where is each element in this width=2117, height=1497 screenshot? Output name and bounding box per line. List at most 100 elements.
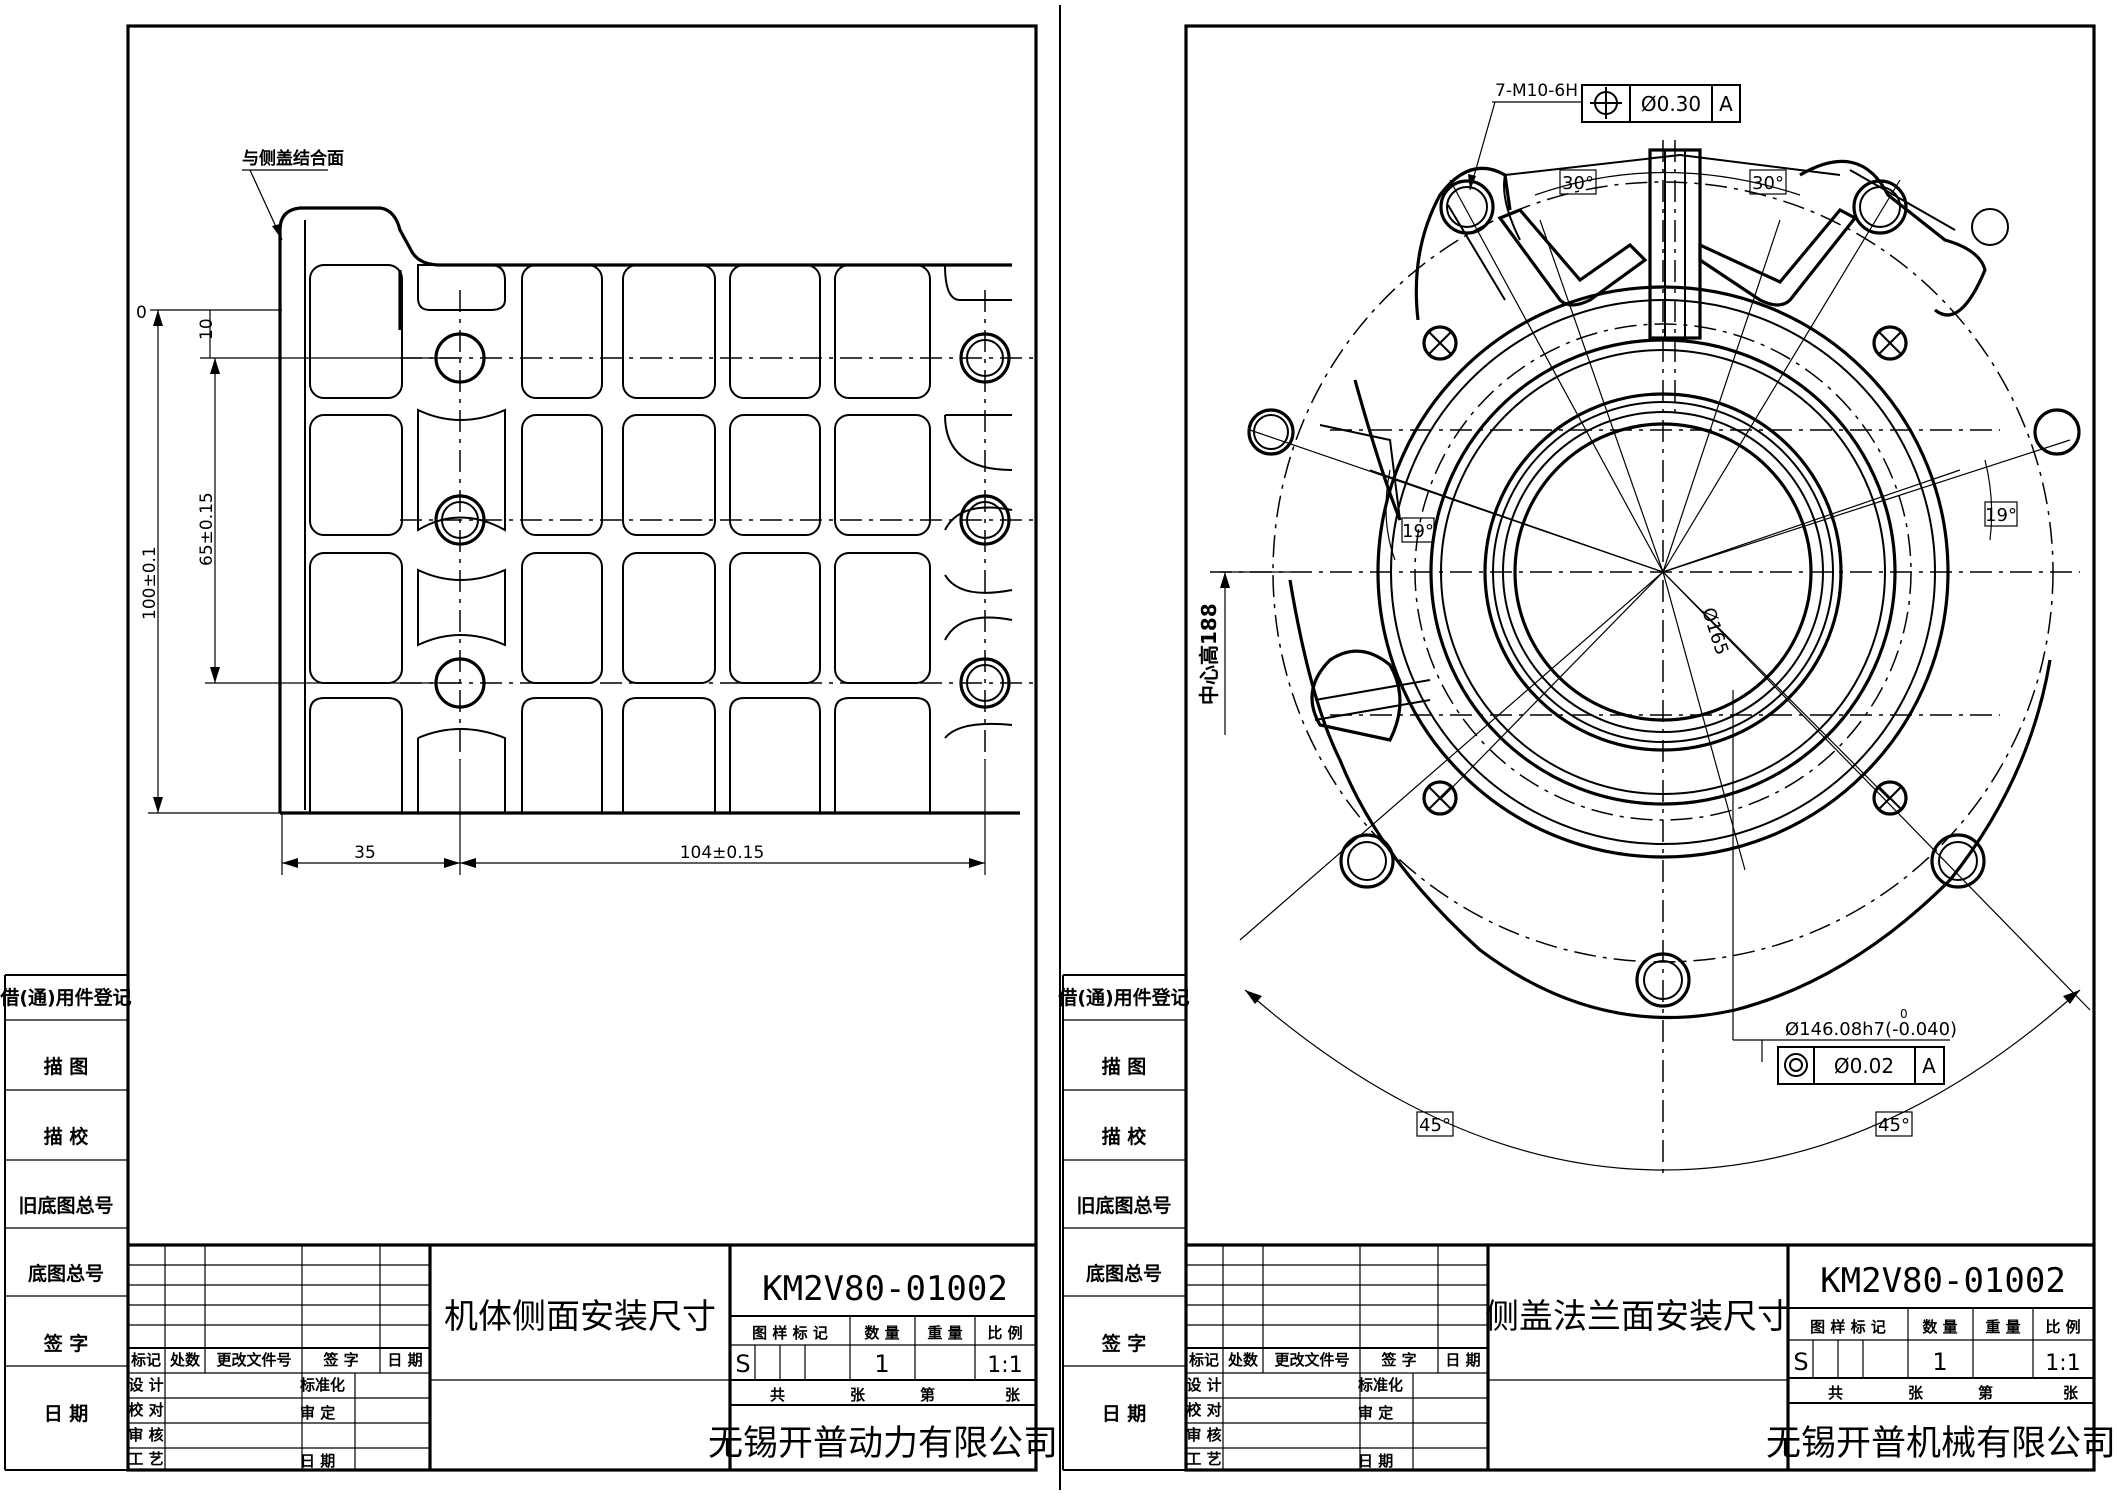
dim-146: Ø146.08h7(-0.040) [1785, 1019, 1957, 1040]
angle-45-left: 45° [1419, 1115, 1451, 1136]
right-frame [1184, 24, 2096, 1472]
side-label-2: 描 校 [44, 1125, 90, 1148]
left-side-table: 借(通)用件登记 描 图 描 校 旧底图总号 底图总号 签 字 日 期 [0, 974, 132, 1471]
sign-1: 校 对 [128, 1401, 163, 1419]
angle-30-right: 30° [1752, 173, 1784, 194]
r-quantity: 1 [1932, 1348, 1947, 1376]
side-label-5: 签 字 [43, 1332, 89, 1355]
attr-h0: 图 样 标 记 [752, 1324, 828, 1342]
side-label-0: 借(通)用件登记 [0, 986, 132, 1009]
sheet-l3: 张 [1005, 1386, 1021, 1404]
r-sign-3: 工 艺 [1186, 1450, 1221, 1468]
sheet-l1: 张 [850, 1386, 866, 1404]
r-side-label-4: 底图总号 [1086, 1262, 1162, 1285]
angle-30-left: 30° [1562, 173, 1594, 194]
flange-view: 7-M10-6H Ø0.30 A 30° 30° 19° [1197, 81, 2091, 1180]
left-frame [126, 24, 1038, 1472]
r-rev-h3: 签 字 [1380, 1351, 1416, 1369]
block-side-view: 与侧盖结合面 0 10 65±0.15 [136, 148, 1040, 875]
r-side-label-3: 旧底图总号 [1076, 1194, 1171, 1217]
r-side-label-5: 签 字 [1101, 1332, 1147, 1355]
sheet-l0: 共 [770, 1386, 785, 1404]
quantity: 1 [874, 1350, 889, 1378]
r-sheet-l2: 第 [1978, 1384, 1993, 1402]
r-side-label-2: 描 校 [1102, 1125, 1148, 1148]
r-std-label: 标准化 [1357, 1376, 1403, 1394]
r-side-label-6: 日 期 [1102, 1403, 1147, 1425]
dim-165: Ø165 [1697, 605, 1732, 658]
attr-h3: 比 例 [987, 1324, 1022, 1342]
r-side-label-0: 借(通)用件登记 [1057, 986, 1189, 1009]
angle-19-left: 19° [1402, 521, 1434, 542]
r-sheet-l0: 共 [1828, 1384, 1843, 1402]
side-label-6: 日 期 [44, 1403, 89, 1425]
side-label-3: 旧底图总号 [18, 1194, 113, 1217]
r-sign-2: 审 核 [1186, 1426, 1221, 1444]
dim-10: 10 [197, 318, 217, 340]
right-title: 侧盖法兰面安装尺寸 [1485, 1297, 1791, 1337]
attr-h1: 数 量 [864, 1324, 899, 1342]
r-date-label: 日 期 [1358, 1452, 1393, 1470]
dim-65: 65±0.15 [197, 492, 217, 566]
right-side-table: 借(通)用件登记 描 图 描 校 旧底图总号 底图总号 签 字 日 期 [1057, 974, 1190, 1471]
r-sheet-l1: 张 [1908, 1384, 1924, 1402]
pocket-grid [309, 264, 1013, 813]
concentricity-frame: Ø146.08h7(-0.040) 0 Ø0.02 A [1732, 690, 1957, 1085]
rev-h4: 日 期 [387, 1351, 422, 1369]
right-company: 无锡开普机械有限公司 [1766, 1424, 2116, 1464]
right-drawing-number: KM2V80-01002 [1820, 1261, 2066, 1301]
side-label-1: 描 图 [44, 1055, 89, 1078]
r-sign-0: 设 计 [1186, 1376, 1221, 1394]
approve-label: 审 定 [300, 1404, 335, 1422]
r-stage-mark: S [1793, 1348, 1808, 1376]
stage-mark: S [735, 1350, 750, 1378]
r-rev-h4: 日 期 [1445, 1351, 1480, 1369]
sign-2: 审 核 [128, 1426, 163, 1444]
dim-zero: 0 [136, 303, 147, 323]
scale: 1:1 [987, 1353, 1022, 1378]
sign-3: 工 艺 [128, 1450, 163, 1468]
cross-holes [1422, 325, 1908, 816]
rev-h3: 签 字 [322, 1351, 358, 1369]
right-title-block: 标记 处数 更改文件号 签 字 日 期 设 计 校 对 审 核 工 艺 标准化 … [1186, 1243, 2116, 1470]
r-sign-1: 校 对 [1186, 1401, 1221, 1419]
r-attr-h2: 重 量 [1985, 1318, 2020, 1336]
dim-104: 104±0.15 [680, 843, 765, 863]
r-attr-h0: 图 样 标 记 [1810, 1318, 1886, 1336]
flange-bolt-holes [1247, 179, 2081, 1008]
thread-callout: 7-M10-6H [1495, 81, 1578, 101]
r-scale: 1:1 [2045, 1351, 2080, 1376]
dimensions-left: 0 10 65±0.15 100±0.1 [136, 303, 986, 875]
dim-35: 35 [354, 843, 376, 863]
r-rev-h2: 更改文件号 [1274, 1351, 1349, 1369]
right-sheet: 借(通)用件登记 描 图 描 校 旧底图总号 底图总号 签 字 日 期 [1057, 24, 2116, 1472]
angle-45-right: 45° [1878, 1115, 1910, 1136]
position-tolerance-frame: 7-M10-6H Ø0.30 A [1468, 81, 1741, 191]
r-side-label-1: 描 图 [1102, 1055, 1147, 1078]
concentricity-symbol-icon [1784, 1053, 1808, 1077]
r-rev-h1: 处数 [1227, 1351, 1259, 1369]
angle-19-right: 19° [1985, 505, 2017, 526]
angle-arc-45 [1244, 989, 2081, 1171]
rev-h1: 处数 [169, 1351, 201, 1369]
center-height: 中心高188 [1197, 603, 1221, 705]
sheet-l2: 第 [920, 1386, 935, 1404]
dim-100: 100±0.1 [140, 546, 160, 620]
left-company: 无锡开普动力有限公司 [708, 1424, 1058, 1464]
left-title: 机体侧面安装尺寸 [444, 1297, 716, 1337]
r-sheet-l3: 张 [2063, 1384, 2079, 1402]
r-rev-h0: 标记 [1188, 1351, 1219, 1369]
side-label-4: 底图总号 [28, 1262, 104, 1285]
pos-datum: A [1719, 92, 1733, 116]
note-mating-face: 与侧盖结合面 [242, 148, 344, 169]
left-drawing-number: KM2V80-01002 [762, 1269, 1008, 1309]
r-attr-h3: 比 例 [2045, 1318, 2080, 1336]
radial-centerlines [1210, 140, 2091, 1180]
rev-h2: 更改文件号 [216, 1351, 291, 1369]
attr-h2: 重 量 [927, 1324, 962, 1342]
sign-0: 设 计 [128, 1376, 163, 1394]
rev-h0: 标记 [130, 1351, 161, 1369]
r-attr-h1: 数 量 [1922, 1318, 1957, 1336]
left-sheet: 借(通)用件登记 描 图 描 校 旧底图总号 底图总号 签 字 日 期 [0, 24, 1058, 1472]
